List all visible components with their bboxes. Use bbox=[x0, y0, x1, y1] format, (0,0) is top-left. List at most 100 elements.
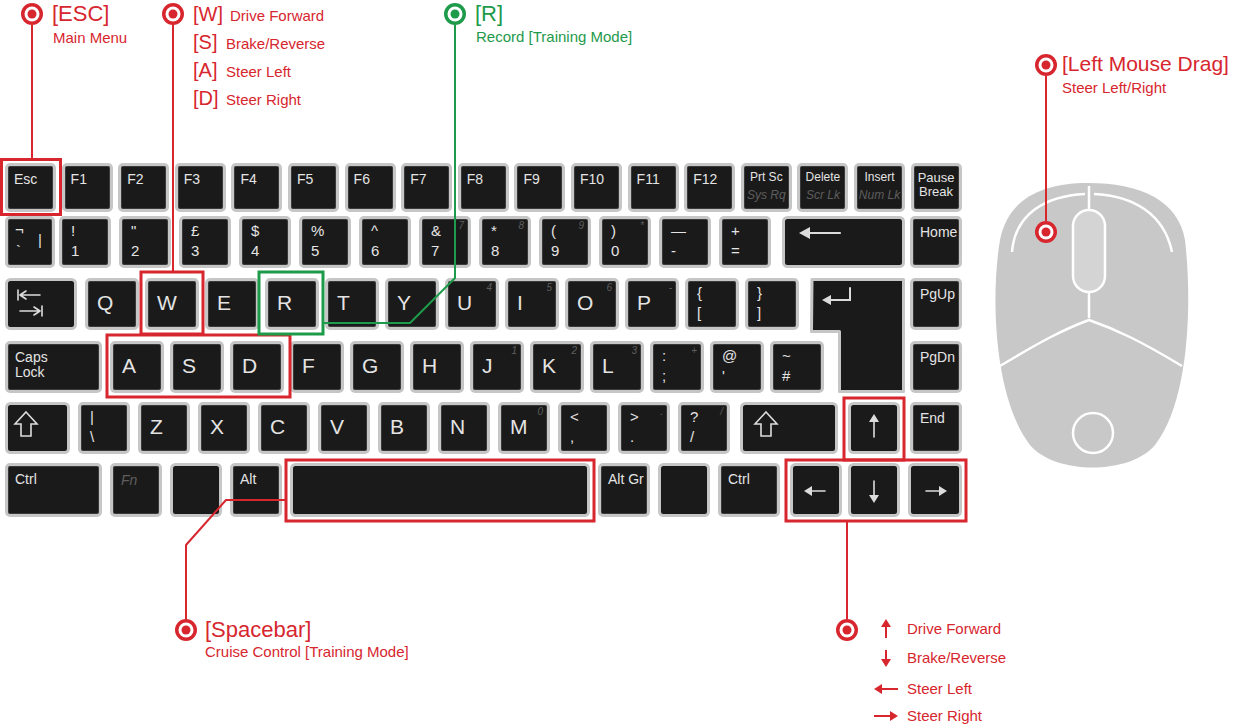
key-legend: O bbox=[577, 291, 593, 314]
key-legend: Scr Lk bbox=[800, 189, 845, 202]
key-cap: Ctrl bbox=[718, 463, 780, 517]
key-legend: . bbox=[630, 429, 634, 446]
key-legend: Caps Lock bbox=[15, 350, 55, 381]
key-legend: % bbox=[311, 223, 324, 240]
key-legend: ~ bbox=[782, 348, 791, 365]
highlight-box bbox=[141, 272, 203, 334]
key-cap: %5 bbox=[299, 216, 351, 268]
key-cap: (99 bbox=[539, 216, 591, 268]
arrow-key bbox=[792, 465, 841, 516]
key-legend: 3 bbox=[631, 345, 637, 356]
arrow-legend-icons bbox=[874, 619, 898, 721]
key-legend: F6 bbox=[354, 172, 370, 187]
key-cap: DeleteScr Lk bbox=[797, 163, 848, 212]
key-legend: Insert bbox=[857, 171, 902, 184]
key-legend: 2 bbox=[571, 345, 577, 356]
key-cap: S bbox=[170, 341, 224, 393]
leader-line bbox=[323, 25, 455, 323]
callout-label: Record [Training Mode] bbox=[476, 28, 632, 45]
callout-label: [W] bbox=[193, 3, 223, 26]
up-arrow-head bbox=[869, 414, 879, 422]
blank-keys bbox=[7, 218, 961, 516]
blank-key bbox=[660, 465, 709, 516]
key-cap: J1 bbox=[470, 341, 524, 393]
shift-icon bbox=[755, 412, 777, 436]
key-cap: G bbox=[350, 341, 404, 393]
key-cap: R bbox=[265, 278, 319, 330]
key-cap: F4 bbox=[231, 163, 282, 212]
key-legend: Prt Sc bbox=[744, 171, 789, 184]
key-legend: = bbox=[731, 243, 740, 260]
callout-label: [A] bbox=[193, 59, 217, 82]
key-cap: Pause Break bbox=[911, 163, 962, 212]
key-cap: H bbox=[410, 341, 464, 393]
callout-label: Main Menu bbox=[53, 29, 127, 46]
key-legend: End bbox=[920, 411, 945, 426]
key-cap: Home bbox=[910, 216, 962, 268]
left-arrow-head bbox=[804, 486, 812, 496]
key-cap: <, bbox=[558, 402, 610, 454]
leader-line bbox=[172, 25, 174, 272]
key-legend: F9 bbox=[523, 172, 539, 187]
key-cap: Q bbox=[85, 278, 139, 330]
highlight-box bbox=[844, 398, 904, 460]
key-legend: E bbox=[217, 291, 231, 314]
key-legend: { bbox=[697, 285, 702, 302]
key-legend: F5 bbox=[297, 172, 313, 187]
key-cap: T bbox=[325, 278, 379, 330]
key-cap: PgDn bbox=[910, 341, 962, 393]
up-arrow-head bbox=[881, 619, 891, 627]
key-cap: W bbox=[145, 278, 199, 330]
key-legend: ? bbox=[690, 409, 698, 426]
key-legend: 1 bbox=[511, 345, 517, 356]
key-legend: - bbox=[669, 282, 672, 293]
key-legend: 6 bbox=[606, 282, 612, 293]
key-cap: PgUp bbox=[910, 278, 962, 330]
callout-label: Brake/Reverse bbox=[226, 35, 325, 52]
key-legend: 9 bbox=[551, 243, 559, 260]
key-legend: & bbox=[431, 223, 441, 240]
mouse-edge-line bbox=[1094, 194, 1172, 252]
callout-markers bbox=[21, 3, 1057, 641]
callout-label: Brake/Reverse bbox=[907, 649, 1006, 666]
key-legend: P bbox=[637, 291, 651, 314]
highlight-box bbox=[2, 160, 61, 215]
highlight-box bbox=[259, 272, 323, 334]
key-cap: N bbox=[438, 402, 490, 454]
shift-key bbox=[742, 404, 837, 453]
right-arrow-head bbox=[939, 486, 947, 496]
key-legend: B bbox=[390, 415, 404, 438]
down-arrow-icon bbox=[885, 650, 887, 661]
key-cap: >.. bbox=[618, 402, 670, 454]
leader-line bbox=[846, 521, 848, 619]
right-arrow-head bbox=[890, 711, 898, 721]
key-legend: | bbox=[38, 232, 42, 249]
arrow-key bbox=[850, 465, 899, 516]
key-cap: F7 bbox=[401, 163, 452, 212]
callout-label: Cruise Control [Training Mode] bbox=[205, 643, 409, 660]
up-arrow-icon bbox=[873, 420, 875, 437]
callout-label: [Left Mouse Drag] bbox=[1062, 52, 1229, 76]
key-legend: / bbox=[720, 406, 723, 417]
left-arrow-icon bbox=[810, 490, 825, 492]
key-legend: Y bbox=[397, 291, 411, 314]
mouse-button-split bbox=[1088, 186, 1091, 318]
key-cap: Ctrl bbox=[5, 463, 102, 517]
key-legend: 8 bbox=[491, 243, 499, 260]
key-icons bbox=[15, 233, 941, 497]
key-legend: Delete bbox=[800, 171, 845, 184]
key-legend: £ bbox=[191, 223, 199, 240]
key-cap: Esc bbox=[5, 163, 56, 212]
leader-line bbox=[31, 25, 33, 159]
key-legend: F8 bbox=[467, 172, 483, 187]
key-legend: ; bbox=[662, 368, 666, 385]
down-arrow-head bbox=[869, 495, 879, 503]
key-cap: F10 bbox=[571, 163, 622, 212]
key-legend: ! bbox=[71, 223, 75, 240]
callout-marker bbox=[162, 3, 184, 25]
callout-label: [Spacebar] bbox=[205, 617, 311, 642]
key-legend: F7 bbox=[410, 172, 426, 187]
key-cap: :;+ bbox=[650, 341, 704, 393]
enter-icon-head bbox=[822, 295, 831, 305]
